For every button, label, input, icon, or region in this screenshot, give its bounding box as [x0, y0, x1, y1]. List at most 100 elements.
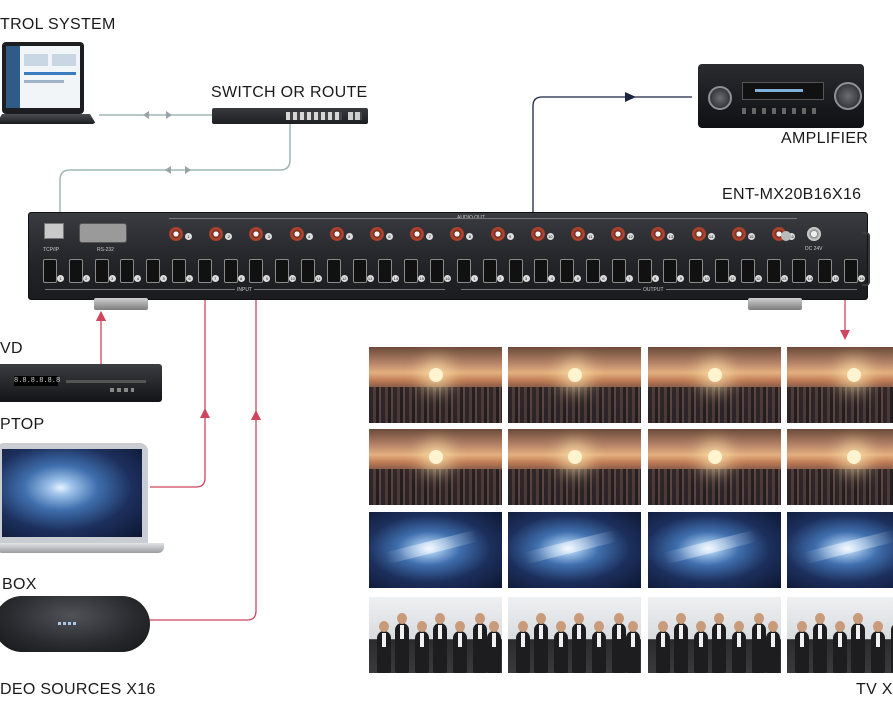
tv-screen	[648, 429, 781, 505]
meeting-person	[851, 613, 865, 673]
input-hdmi-port	[378, 259, 393, 283]
tv-screen	[369, 429, 502, 505]
output-hdmi-port-number: 6	[600, 275, 607, 282]
output-hdmi-port	[534, 259, 549, 283]
audio-out-port	[651, 227, 666, 241]
tv-screen	[787, 347, 893, 423]
meeting-person	[891, 623, 893, 673]
matrix-foot-right	[748, 298, 802, 310]
input-hdmi-port	[249, 259, 264, 283]
output-hdmi-port	[482, 259, 497, 283]
audio-out-port-number: 16	[788, 233, 795, 240]
input-hdmi-port	[430, 259, 444, 283]
input-hdmi-port-number: 13	[366, 275, 374, 282]
output-hdmi-port-number: 4	[548, 275, 556, 282]
tv-screen	[508, 429, 641, 505]
output-hdmi-port	[637, 259, 652, 283]
tv-screen	[508, 347, 641, 423]
control-laptop-base	[0, 114, 96, 124]
tv-screen	[369, 347, 502, 423]
audio-out-line	[169, 218, 797, 219]
tv-screen	[648, 512, 781, 588]
output-hdmi-port-number: 15	[832, 275, 840, 282]
input-hdmi-port	[223, 259, 238, 283]
audio-out-port-number: 4	[305, 233, 313, 240]
meeting-person	[433, 613, 447, 673]
meeting-person	[554, 621, 568, 673]
audio-arrow	[625, 92, 636, 102]
dc-label: DC 24V	[805, 246, 823, 252]
input-hdmi-port	[94, 259, 109, 283]
control-laptop	[0, 42, 100, 130]
meeting-person	[572, 613, 586, 673]
dvd-label: VD	[0, 340, 23, 357]
audio-out-port-number: 12	[627, 233, 635, 240]
meeting-person	[833, 621, 847, 673]
meeting-person	[473, 613, 487, 673]
audio-out-port	[329, 227, 344, 241]
output-hdmi-port	[586, 259, 600, 283]
output-label: OUTPUT	[641, 287, 666, 293]
audio-out-port	[450, 227, 465, 241]
switch-label: SWITCH OR ROUTE	[211, 84, 368, 101]
control-system-label: TROL SYSTEM	[0, 16, 116, 33]
meeting-person	[534, 613, 548, 673]
output-hdmi-port-number: 3	[522, 275, 530, 282]
source-laptop	[0, 443, 168, 555]
audio-out-port-number: 13	[667, 233, 675, 240]
matrix-foot-left	[94, 298, 148, 310]
output-hdmi-port-number: 9	[677, 275, 685, 282]
source-laptop-screen	[0, 443, 148, 545]
audio-out-port-number: 11	[587, 233, 594, 240]
tv-count-label: TV X	[856, 681, 893, 698]
audio-out-port	[289, 227, 304, 241]
tcpip-port	[44, 223, 64, 239]
output-hdmi-port	[663, 259, 678, 283]
rs232-label: RS-232	[97, 247, 114, 253]
output-hdmi-port	[844, 259, 858, 283]
amplifier-label: AMPLIFIER	[781, 130, 869, 147]
output-hdmi-port	[560, 259, 575, 283]
output-hdmi-port-number: 11	[729, 275, 736, 282]
input-hdmi-port	[146, 259, 161, 283]
audio-out-port-number: 6	[386, 233, 393, 240]
input-hdmi-port-number: 3	[108, 275, 116, 282]
input-hdmi-port	[352, 259, 367, 283]
audio-out-port	[611, 227, 626, 241]
laptop-label: PTOP	[0, 416, 45, 433]
input-hdmi-port	[301, 259, 315, 283]
input-hdmi-port-number: 6	[186, 275, 193, 282]
input-hdmi-port-number: 7	[211, 275, 219, 282]
output-hdmi-port-number: 7	[625, 275, 633, 282]
output-hdmi-port-number: 5	[574, 275, 582, 282]
meeting-person	[612, 613, 626, 673]
tv-screen	[508, 597, 641, 673]
tv-screen	[787, 429, 893, 505]
hdmi-wire-laptop	[150, 272, 206, 488]
audio-out-port-number: 8	[466, 233, 474, 240]
input-hdmi-port-number: 5	[160, 275, 168, 282]
meeting-person	[592, 621, 606, 673]
output-hdmi-port-number: 16	[858, 275, 865, 282]
output-hdmi-port	[792, 259, 807, 283]
audio-wire	[532, 96, 692, 232]
network-arrows-1	[143, 111, 172, 119]
input-hdmi-port-number: 10	[289, 275, 297, 282]
audio-out-port-number: 5	[345, 233, 353, 240]
meeting-person	[752, 613, 766, 673]
network-wire-matrix	[59, 124, 291, 222]
control-laptop-screen	[2, 42, 84, 114]
output-hdmi-port	[457, 259, 471, 283]
input-hdmi-port-number: 15	[418, 275, 426, 282]
audio-out-port-number: 10	[546, 233, 554, 240]
tv-screen	[369, 597, 502, 673]
dvd-display: 8.8.8.8.8.8	[14, 376, 61, 386]
input-hdmi-port-number: 11	[315, 275, 322, 282]
output-hdmi-port-number: 10	[703, 275, 711, 282]
input-hdmi-port	[43, 259, 57, 283]
audio-out-port	[490, 227, 505, 241]
audio-out-port	[731, 227, 746, 241]
meeting-person	[674, 613, 688, 673]
